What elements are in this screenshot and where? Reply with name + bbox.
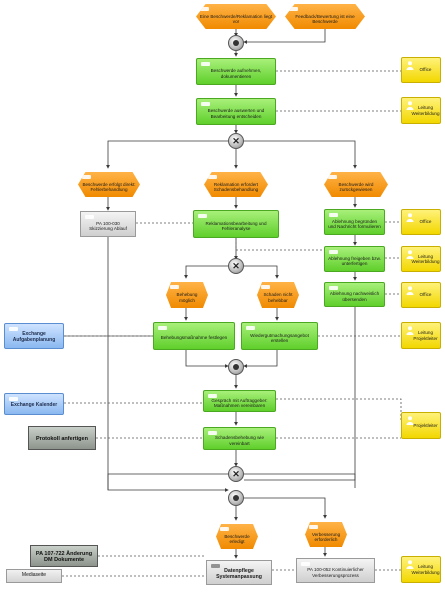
function-define-fix: Behebungsmaßnahme festlegen	[153, 322, 235, 350]
system-exchange-calendar: Exchange Kalender	[4, 393, 64, 415]
function-approve-rejection: Ablehnung freigeben bzw. unterfertigen	[324, 246, 385, 272]
role-office: Office	[401, 282, 441, 308]
role-office: Office	[401, 209, 441, 235]
and-gateway	[228, 35, 244, 51]
role-office: Office	[401, 57, 441, 83]
event-improvement-required: Verbesserung erforderlich	[305, 522, 347, 547]
event-fix-possible: Behebung möglich	[166, 282, 208, 308]
xor-gateway: ✕	[228, 133, 244, 149]
event-complaint-received: Eine Beschwerde/Reklamation liegt vor	[196, 4, 276, 29]
function-analyze-complaint: Reklamationsbearbeitung und Fehleranalys…	[193, 210, 279, 238]
role-project-leader: Projektleiter	[401, 412, 441, 439]
event-requires-damage-handling: Reklamation erfordert Schadensbehandlung	[204, 172, 268, 197]
and-gateway	[228, 490, 244, 506]
document-media-page: Mediaseite	[6, 569, 62, 583]
event-complaint-rejected: Beschwerde wird zurückgewiesen	[324, 172, 388, 197]
function-justify-rejection: Ablehnung begründen und Nachricht formul…	[324, 209, 385, 235]
event-feedback-is-complaint: Feedback/Bewertung ist eine Beschwerde	[285, 4, 365, 29]
system-exchange-task-planning: Exchange Aufgabenplanung	[4, 323, 64, 349]
function-client-meeting: Gespräch mit Auftraggeber: Maßnahmen ver…	[203, 390, 276, 412]
role-head-of-training: Leitung Weiterbildung	[401, 556, 441, 583]
document-pa-107-722: PA 107-722 Änderung DM Dokumente	[30, 545, 98, 567]
function-record-complaint: Beschwerde aufnehmen, dokumentieren	[196, 58, 276, 85]
function-data-maintenance: Datenpflege Systemanpassung	[206, 560, 272, 585]
xor-gateway: ✕	[228, 466, 244, 482]
function-execute-fix: Schadensbehebung wie vereinbart	[203, 427, 276, 450]
function-send-rejection: Ablehnung nachweislich übersenden	[324, 282, 385, 307]
document-pa-100-030: PA 100-030 Skizzierung Ablauf	[80, 211, 136, 237]
function-review-complaint: Beschwerde auswerten und Bearbeitung ent…	[196, 98, 276, 125]
role-head-of-training: Leitung Weiterbildung	[401, 97, 441, 124]
xor-gateway: ✕	[228, 258, 244, 274]
role-head-of-project-leads: Leitung Projektleiter	[401, 322, 441, 349]
event-direct-error-handling: Beschwerde erfolgt direkt: Fehlerbehandl…	[78, 172, 140, 197]
function-create-offer: Wiedergutmachungsangebot erstellen	[241, 322, 318, 350]
document-protocol: Protokoll anfertigen	[28, 426, 96, 450]
document-pa-100-052: PA 100-052 Kontinuierlicher Verbesserung…	[296, 558, 375, 583]
and-gateway	[228, 359, 244, 375]
event-complaint-closed: Beschwerde erledigt	[216, 524, 258, 549]
role-head-of-training: Leitung Weiterbildung	[401, 246, 441, 272]
event-fix-not-possible: Schaden nicht behebbar	[257, 282, 299, 308]
